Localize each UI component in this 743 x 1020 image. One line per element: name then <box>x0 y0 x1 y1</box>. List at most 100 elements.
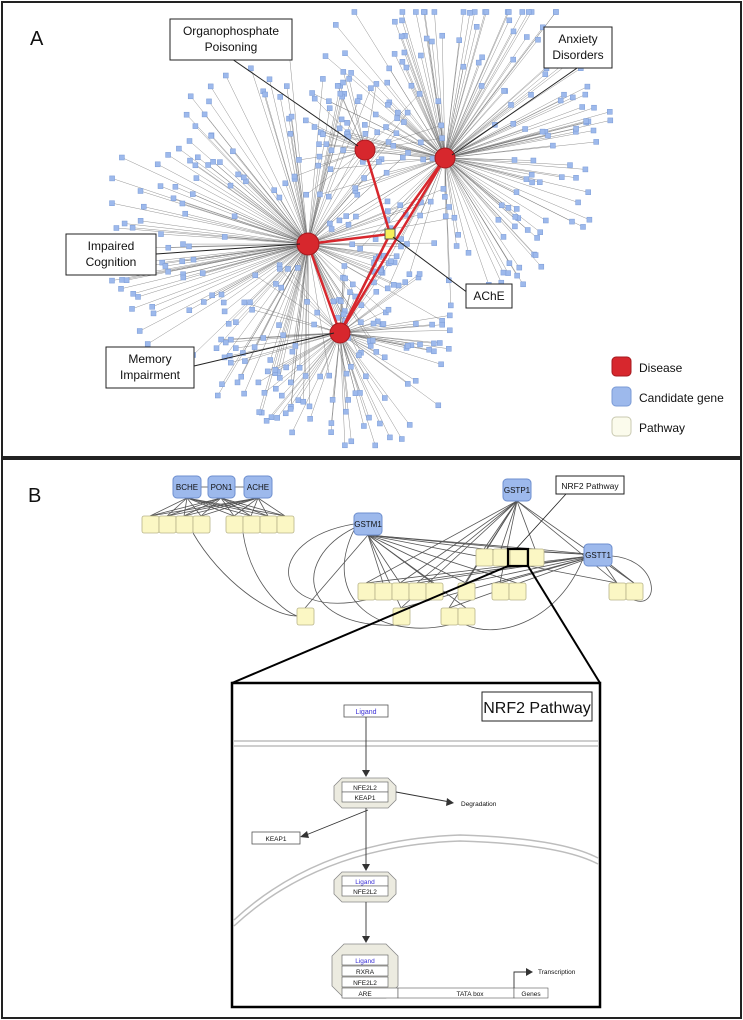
candidate-gene-node[interactable] <box>413 321 419 327</box>
candidate-gene-node[interactable] <box>221 308 228 315</box>
gene-node-bche[interactable] <box>172 475 202 499</box>
candidate-gene-node[interactable] <box>523 176 530 182</box>
candidate-gene-node[interactable] <box>287 131 294 137</box>
candidate-gene-node[interactable] <box>475 59 482 66</box>
candidate-gene-node[interactable] <box>508 102 514 108</box>
candidate-gene-node[interactable] <box>418 139 424 146</box>
candidate-gene-node[interactable] <box>406 271 413 277</box>
candidate-gene-node[interactable] <box>607 117 614 124</box>
candidate-gene-node[interactable] <box>274 415 280 421</box>
candidate-gene-node[interactable] <box>303 117 309 124</box>
candidate-gene-node[interactable] <box>190 191 196 197</box>
candidate-gene-node[interactable] <box>398 243 404 250</box>
candidate-gene-node[interactable] <box>231 213 238 220</box>
candidate-gene-node[interactable] <box>350 281 356 288</box>
candidate-gene-node[interactable] <box>416 271 423 277</box>
candidate-gene-node[interactable] <box>522 126 528 132</box>
candidate-gene-node[interactable] <box>118 286 124 292</box>
candidate-gene-node[interactable] <box>296 157 302 163</box>
candidate-gene-node[interactable] <box>442 194 448 200</box>
candidate-gene-node[interactable] <box>135 294 141 300</box>
candidate-gene-node[interactable] <box>289 348 296 355</box>
candidate-gene-node[interactable] <box>273 385 279 392</box>
candidate-gene-node[interactable] <box>241 174 247 181</box>
gene-node-gstt1[interactable] <box>583 543 613 567</box>
candidate-gene-node[interactable] <box>513 189 520 195</box>
candidate-gene-node[interactable] <box>519 9 526 15</box>
candidate-gene-node[interactable] <box>344 120 350 126</box>
candidate-gene-node[interactable] <box>209 292 215 299</box>
candidate-gene-node[interactable] <box>373 349 380 355</box>
candidate-gene-node[interactable] <box>529 179 535 186</box>
candidate-gene-node[interactable] <box>385 306 392 313</box>
candidate-gene-node[interactable] <box>334 83 341 89</box>
candidate-gene-node[interactable] <box>325 193 332 200</box>
candidate-gene-node[interactable] <box>401 119 407 125</box>
pathway-node[interactable] <box>509 548 528 567</box>
candidate-gene-node[interactable] <box>431 348 437 355</box>
candidate-gene-node[interactable] <box>583 118 589 124</box>
candidate-gene-node[interactable] <box>192 162 199 169</box>
pathway-node[interactable] <box>259 515 278 534</box>
candidate-gene-node[interactable] <box>377 420 383 427</box>
candidate-gene-node[interactable] <box>514 272 520 279</box>
candidate-gene-node[interactable] <box>327 220 333 227</box>
candidate-gene-node[interactable] <box>573 125 579 132</box>
candidate-gene-node[interactable] <box>182 210 188 217</box>
candidate-gene-node[interactable] <box>109 277 115 284</box>
candidate-gene-node[interactable] <box>368 85 374 91</box>
candidate-gene-node[interactable] <box>276 322 282 328</box>
candidate-gene-node[interactable] <box>374 129 380 136</box>
candidate-gene-node[interactable] <box>431 9 438 15</box>
candidate-gene-node[interactable] <box>559 174 565 180</box>
candidate-gene-node[interactable] <box>384 79 390 86</box>
candidate-gene-node[interactable] <box>538 263 545 270</box>
candidate-gene-node[interactable] <box>402 279 408 285</box>
gene-node-ache[interactable] <box>243 475 273 499</box>
candidate-gene-node[interactable] <box>165 268 171 275</box>
candidate-gene-node[interactable] <box>393 130 400 136</box>
candidate-gene-node[interactable] <box>553 9 559 15</box>
candidate-gene-node[interactable] <box>361 423 367 429</box>
candidate-gene-node[interactable] <box>575 199 581 206</box>
candidate-gene-node[interactable] <box>473 24 480 30</box>
candidate-gene-node[interactable] <box>267 357 274 363</box>
candidate-gene-node[interactable] <box>280 332 286 338</box>
candidate-gene-node[interactable] <box>241 299 248 306</box>
candidate-gene-node[interactable] <box>165 244 172 251</box>
candidate-gene-node[interactable] <box>326 98 332 104</box>
candidate-gene-node[interactable] <box>170 195 177 202</box>
candidate-gene-node[interactable] <box>370 320 377 327</box>
candidate-gene-node[interactable] <box>557 97 564 104</box>
candidate-gene-node[interactable] <box>263 418 270 424</box>
candidate-gene-node[interactable] <box>282 410 289 417</box>
candidate-gene-node[interactable] <box>426 346 432 353</box>
candidate-gene-node[interactable] <box>423 35 430 42</box>
candidate-gene-node[interactable] <box>399 436 405 442</box>
candidate-gene-node[interactable] <box>418 52 424 59</box>
pathway-node[interactable] <box>391 582 410 601</box>
candidate-gene-node[interactable] <box>392 18 398 25</box>
candidate-gene-node[interactable] <box>376 159 382 165</box>
candidate-gene-node[interactable] <box>393 253 400 259</box>
candidate-gene-node[interactable] <box>403 64 410 71</box>
candidate-gene-node[interactable] <box>154 161 161 168</box>
candidate-gene-node[interactable] <box>607 109 613 115</box>
candidate-gene-node[interactable] <box>439 135 445 141</box>
candidate-gene-node[interactable] <box>121 220 128 227</box>
candidate-gene-node[interactable] <box>435 402 442 409</box>
candidate-gene-node[interactable] <box>252 272 258 279</box>
candidate-gene-node[interactable] <box>399 17 405 24</box>
candidate-gene-node[interactable] <box>291 173 298 180</box>
candidate-gene-node[interactable] <box>295 397 302 403</box>
candidate-gene-node[interactable] <box>213 345 220 351</box>
candidate-gene-node[interactable] <box>205 162 211 168</box>
candidate-gene-node[interactable] <box>165 152 171 158</box>
candidate-gene-node[interactable] <box>400 154 406 161</box>
candidate-gene-node[interactable] <box>456 37 462 43</box>
candidate-gene-node[interactable] <box>162 263 169 269</box>
candidate-gene-node[interactable] <box>292 343 299 349</box>
candidate-gene-node[interactable] <box>510 121 517 127</box>
candidate-gene-node[interactable] <box>569 218 575 225</box>
candidate-gene-node[interactable] <box>219 381 225 387</box>
